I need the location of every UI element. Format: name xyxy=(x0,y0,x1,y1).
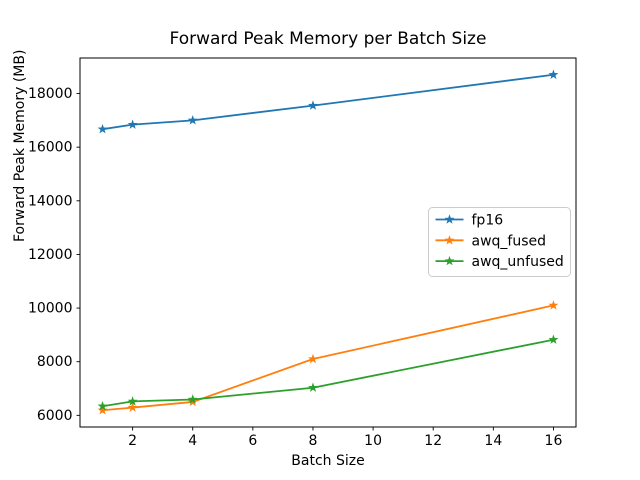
x-tick-label: 10 xyxy=(364,433,382,449)
legend-marker-awq_unfused xyxy=(444,255,455,266)
series-marker-awq_fused xyxy=(127,402,138,412)
x-tick-label: 12 xyxy=(424,433,442,449)
series-marker-fp16 xyxy=(548,69,559,79)
series-line-fp16 xyxy=(101,73,555,131)
x-tick-label: 4 xyxy=(188,433,197,449)
series-marker-fp16 xyxy=(308,100,318,110)
series-line-awq_unfused xyxy=(101,338,555,408)
series-marker-awq_unfused xyxy=(548,334,559,344)
series-marker-awq_unfused xyxy=(127,396,138,406)
x-tick-label: 14 xyxy=(484,433,502,449)
x-tick-label: 2 xyxy=(128,433,137,449)
legend-marker-fp16 xyxy=(444,214,455,224)
series-marker-fp16 xyxy=(97,124,108,134)
y-tick-label: 12000 xyxy=(28,247,73,263)
legend-label-awq_unfused: awq_unfused xyxy=(472,254,564,270)
legend-label-awq_fused: awq_fused xyxy=(472,233,547,249)
y-tick-label: 14000 xyxy=(28,193,73,209)
series-marker-fp16 xyxy=(127,119,138,129)
legend-label-fp16: fp16 xyxy=(472,213,504,229)
x-axis-label: Batch Size xyxy=(291,453,365,469)
y-tick-label: 8000 xyxy=(37,354,73,370)
y-tick-label: 18000 xyxy=(28,86,73,102)
x-tick-label: 16 xyxy=(545,433,563,449)
legend: fp16 awq_fused awq_unfused xyxy=(428,207,571,277)
series-marker-awq_unfused xyxy=(308,382,318,392)
chart-title: Forward Peak Memory per Batch Size xyxy=(169,29,487,49)
y-tick-label: 10000 xyxy=(28,301,73,317)
series-marker-awq_unfused xyxy=(97,401,108,411)
series-line-awq_fused xyxy=(101,304,555,412)
series-marker-awq_fused xyxy=(548,300,559,310)
x-tick-label: 6 xyxy=(248,433,257,449)
legend-box xyxy=(428,207,571,277)
y-tick-label: 16000 xyxy=(28,140,73,156)
series-marker-awq_unfused xyxy=(187,394,198,404)
legend-marker-awq_fused xyxy=(444,235,455,245)
x-tick-label: 8 xyxy=(309,433,318,449)
series-marker-awq_fused xyxy=(97,405,108,415)
axes-spines xyxy=(79,57,577,428)
y-tick-label: 6000 xyxy=(37,408,73,424)
series-marker-awq_fused xyxy=(308,353,318,364)
series-marker-fp16 xyxy=(187,115,198,125)
